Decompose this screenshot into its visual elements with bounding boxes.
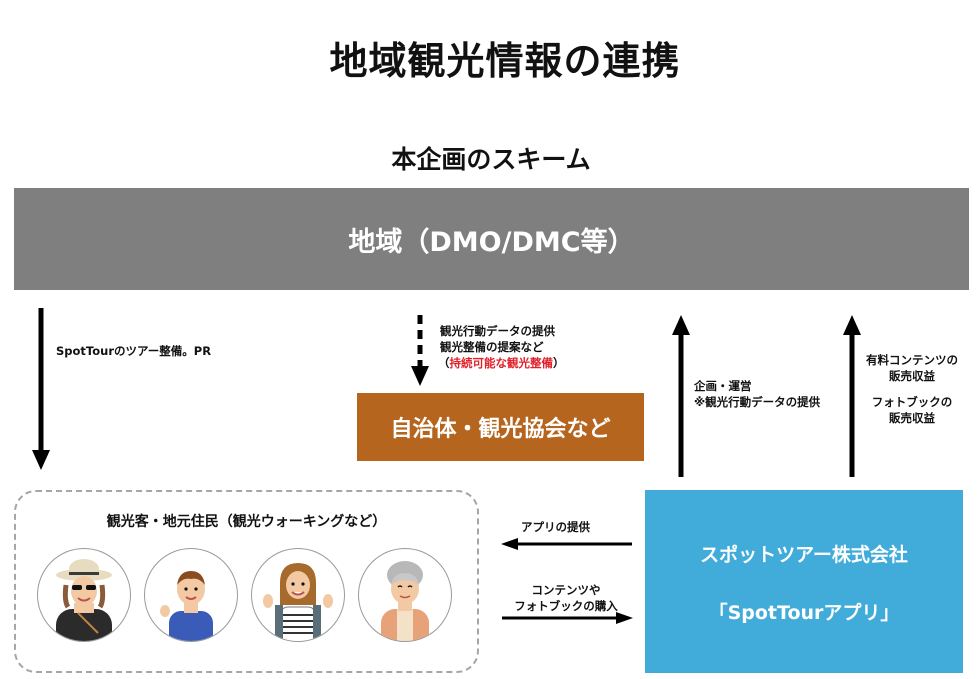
behavior-line-3: （持続可能な観光整備） [438,355,565,371]
arrow-region-to-visitors [32,308,50,470]
region-dmo-box: 地域（DMO/DMC等） [14,188,969,290]
revenue-label: 有料コンテンツの 販売収益 フォトブックの 販売収益 [858,352,966,426]
planning-line-1: 企画・運営 [694,379,752,393]
company-name: スポットツアー株式会社 [700,544,908,566]
arrow-purchase [502,612,633,624]
avatar-tourist-woman [37,548,131,642]
app-provide-label: アプリの提供 [521,520,590,534]
purchase-line-1: コンテンツや [531,583,601,597]
behavior-data-label: 観光行動データの提供 観光整備の提案など （持続可能な観光整備） [438,323,565,371]
arrow-company-to-region-revenue [843,315,861,477]
visitors-label: 観光客・地元住民（観光ウォーキングなど） [106,514,387,530]
company-box: スポットツアー株式会社 「SpotTourアプリ」 [645,490,963,673]
behavior-line-1: 観光行動データの提供 [440,324,555,338]
photobook-revenue-line-1: フォトブックの [871,395,953,409]
arrow-company-to-region-planning [672,315,690,477]
municipality-label: 自治体・観光協会など [390,417,611,442]
planning-label: 企画・運営 ※観光行動データの提供 [694,378,820,410]
arrow-app-provide [501,538,632,550]
avatar-elderly-woman [358,548,452,642]
avatar-waving-woman [251,548,345,642]
municipality-box: 自治体・観光協会など [357,393,644,461]
paid-content-line-2: 販売収益 [889,369,935,383]
photobook-revenue-line-2: 販売収益 [889,411,935,425]
visitors-box [14,490,479,673]
paid-content-line-1: 有料コンテンツの [866,353,958,367]
avatar-boy [144,548,238,642]
spottour-pr-label: SpotTourのツアー整備。PR [56,344,212,358]
company-app-name: 「SpotTourアプリ」 [708,602,900,624]
paren-open: （ [438,356,450,370]
behavior-line-2: 観光整備の提案など [440,340,544,354]
scheme-subtitle: 本企画のスキーム [391,145,591,174]
sustainable-tourism-highlight: 持続可能な観光整備 [449,356,554,370]
planning-line-2: ※観光行動データの提供 [694,395,821,409]
paren-close: ） [553,356,565,370]
arrow-region-to-municipality [411,315,429,386]
page-title: 地域観光情報の連携 [329,39,681,83]
region-dmo-label: 地域（DMO/DMC等） [348,226,635,258]
purchase-label: コンテンツや フォトブックの購入 [508,582,624,614]
purchase-line-2: フォトブックの購入 [514,599,618,613]
